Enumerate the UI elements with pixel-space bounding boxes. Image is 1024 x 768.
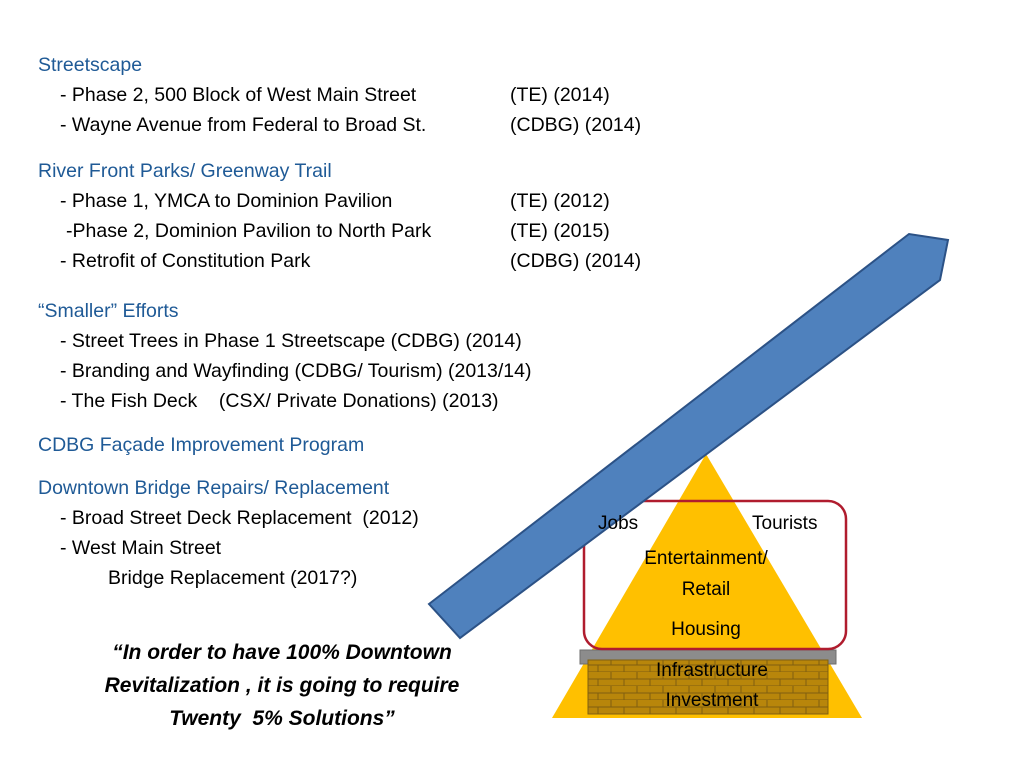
section-heading: Streetscape (38, 54, 143, 76)
section-smaller-efforts: “Smaller” Efforts - Street Trees in Phas… (38, 296, 531, 416)
quote-line: Revitalization , it is going to require (104, 674, 460, 697)
list-item: Bridge Replacement (2017?) (108, 567, 358, 589)
quote-line: Twenty 5% Solutions” (169, 707, 395, 730)
list-item: - Phase 2, 500 Block of West Main Street… (38, 80, 641, 110)
section-bridge-repairs: Downtown Bridge Repairs/ Replacement - B… (38, 473, 419, 593)
list-item: - Broad Street Deck Replacement (2012) (60, 507, 419, 529)
item-description: - Phase 2, 500 Block of West Main Street (60, 84, 417, 106)
label-tourists: Tourists (752, 513, 818, 534)
label-investment: Investment (665, 690, 759, 711)
item-funding: (CDBG) (2014) (510, 250, 642, 272)
item-description: -Phase 2, Dominion Pavilion to North Par… (66, 220, 432, 242)
section-river-front-parks: River Front Parks/ Greenway Trail - Phas… (38, 156, 641, 276)
section-heading: Downtown Bridge Repairs/ Replacement (38, 477, 390, 499)
label-infrastructure: Infrastructure (656, 660, 768, 681)
list-item: - Retrofit of Constitution Park (CDBG) (… (38, 246, 641, 276)
quote: “In order to have 100% Downtown Revitali… (40, 636, 524, 735)
item-description: - Retrofit of Constitution Park (60, 250, 311, 272)
label-housing: Housing (671, 619, 741, 640)
section-heading: River Front Parks/ Greenway Trail (38, 160, 332, 182)
item-description: - Phase 1, YMCA to Dominion Pavilion (60, 190, 393, 212)
item-funding: (CDBG) (2014) (510, 114, 642, 136)
item-funding: (TE) (2012) (510, 190, 610, 212)
diagonal-arrow (427, 232, 950, 640)
section-heading: “Smaller” Efforts (38, 300, 179, 322)
list-item: -Phase 2, Dominion Pavilion to North Par… (38, 216, 641, 246)
label-entertainment: Entertainment/ (644, 548, 768, 569)
list-item: - Phase 1, YMCA to Dominion Pavilion (TE… (38, 186, 641, 216)
label-retail: Retail (681, 579, 731, 600)
quote-line: “In order to have 100% Downtown (112, 641, 452, 664)
section-facade-program: CDBG Façade Improvement Program (38, 430, 364, 460)
list-item: - Street Trees in Phase 1 Streetscape (C… (60, 330, 522, 352)
item-funding: (TE) (2015) (510, 220, 610, 242)
list-item: - Wayne Avenue from Federal to Broad St.… (38, 110, 641, 140)
section-heading: CDBG Façade Improvement Program (38, 434, 365, 456)
item-description: - Wayne Avenue from Federal to Broad St. (60, 114, 427, 136)
section-streetscape: Streetscape - Phase 2, 500 Block of West… (38, 50, 641, 140)
item-funding: (TE) (2014) (510, 84, 610, 106)
label-jobs: Jobs (598, 513, 639, 534)
list-item: - The Fish Deck (CSX/ Private Donations)… (60, 390, 499, 412)
list-item: - West Main Street (60, 537, 222, 559)
list-item: - Branding and Wayfinding (CDBG/ Tourism… (60, 360, 532, 382)
brick-foundation (587, 659, 829, 715)
highlight-box (582, 499, 848, 651)
